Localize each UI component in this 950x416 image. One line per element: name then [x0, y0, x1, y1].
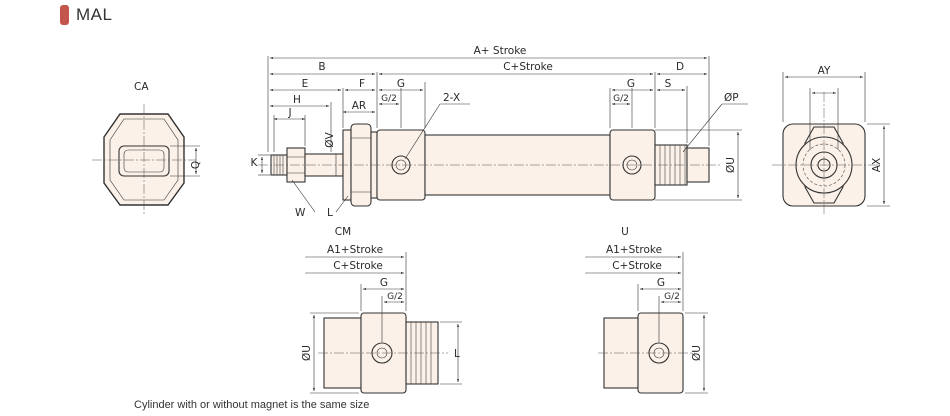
- dim-q: Q: [190, 161, 202, 169]
- dim-f: F: [359, 78, 365, 90]
- u-view: U A1+Stroke C+Stroke G G/2 ØU: [585, 226, 708, 394]
- dim-w: W: [295, 207, 306, 219]
- u-dim-g2: G/2: [664, 292, 680, 302]
- u-dim-c: C+Stroke: [612, 260, 662, 272]
- cm-dim-l: L: [454, 348, 460, 360]
- dim-s: S: [665, 78, 672, 90]
- dim-e: E: [302, 78, 309, 90]
- dim-c-stroke: C+Stroke: [503, 61, 553, 73]
- dim-g2-right: G/2: [613, 94, 629, 104]
- dim-v: ØV: [324, 131, 336, 147]
- dim-k: K: [251, 157, 259, 169]
- dim-j: J: [287, 107, 291, 119]
- dim-ay: AY: [818, 65, 831, 77]
- dim-ax: AX: [871, 158, 883, 172]
- end-view-left: CA Q: [92, 81, 202, 216]
- cm-dim-c: C+Stroke: [333, 260, 383, 272]
- dim-a-stroke: A+ Stroke: [474, 45, 527, 57]
- u-dim-a1: A1+Stroke: [606, 244, 662, 256]
- u-dim-u: ØU: [691, 345, 703, 361]
- header-title: MAL: [76, 5, 113, 24]
- dim-g-right: G: [627, 78, 635, 90]
- dim-d: D: [676, 61, 684, 73]
- dim-h: H: [293, 94, 301, 106]
- main-view: A+ Stroke B C+Stroke D E F G G G/2 G/2 S…: [251, 45, 748, 219]
- dim-l: L: [327, 207, 333, 219]
- footnote: Cylinder with or without magnet is the s…: [134, 399, 370, 411]
- header: MAL: [60, 4, 112, 26]
- dim-ar: AR: [352, 100, 366, 112]
- cm-dim-g2: G/2: [387, 292, 403, 302]
- cm-dim-u: ØU: [301, 345, 313, 361]
- hex-nut-chamfer: [109, 118, 179, 201]
- u-dim-g: G: [657, 277, 665, 289]
- dim-2x: 2-X: [443, 92, 460, 104]
- cm-dim-g: G: [380, 277, 388, 289]
- label-cm: CM: [335, 226, 351, 238]
- cm-view: CM A1+Stroke C+Stroke G G/2 ØU L: [301, 226, 462, 394]
- dim-b: B: [318, 61, 325, 73]
- end-view-right: AY AX: [772, 65, 890, 215]
- header-badge: [60, 5, 69, 25]
- label-ca: CA: [134, 81, 149, 93]
- dim-u-main: ØU: [725, 157, 737, 173]
- dim-g2-left: G/2: [381, 94, 397, 104]
- label-u: U: [621, 226, 629, 238]
- dim-p: ØP: [724, 92, 739, 104]
- cm-dim-a1: A1+Stroke: [327, 244, 383, 256]
- dim-g-left: G: [397, 78, 405, 90]
